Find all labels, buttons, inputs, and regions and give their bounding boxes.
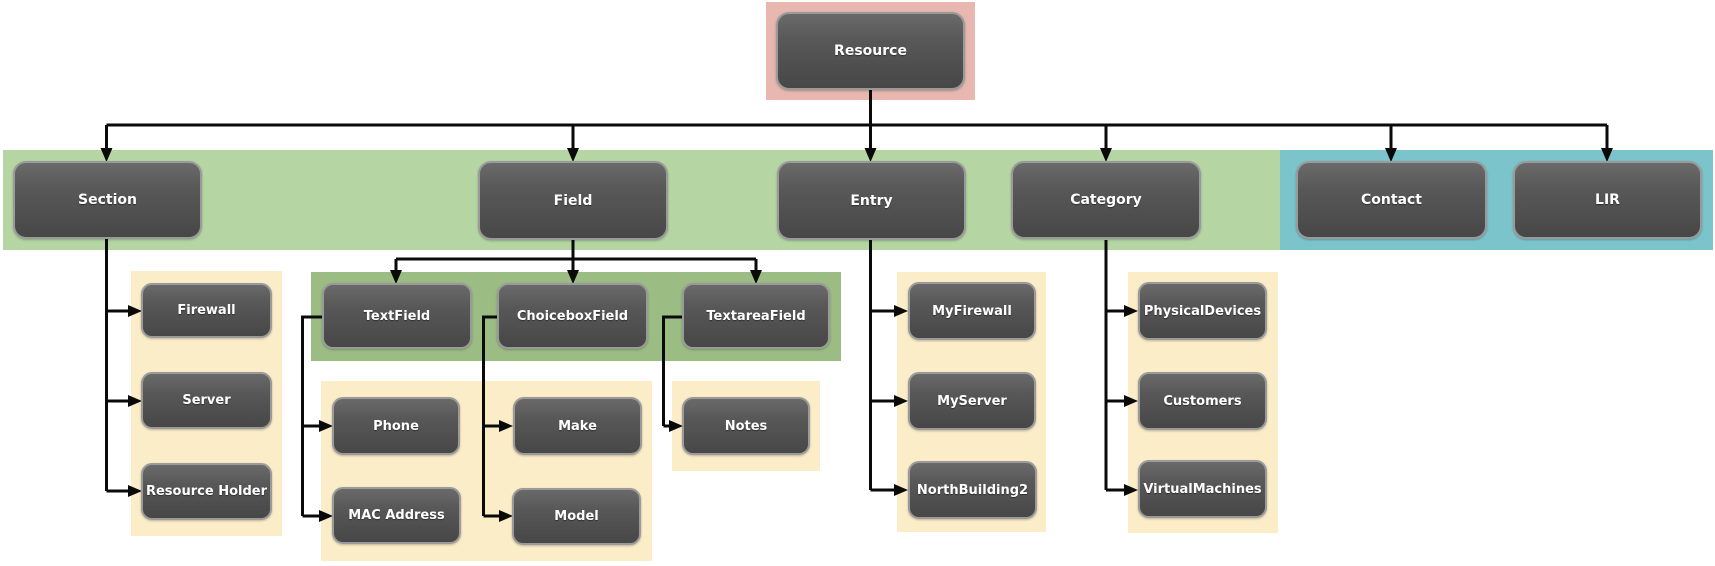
node-firewall: Firewall [141, 283, 272, 338]
node-choiceboxfield: ChoiceboxField [497, 283, 648, 349]
node-mac-address: MAC Address [332, 487, 461, 544]
node-lir: LIR [1513, 161, 1702, 239]
node-myfirewall: MyFirewall [908, 282, 1036, 340]
node-contact: Contact [1296, 161, 1487, 239]
node-customers: Customers [1138, 372, 1267, 430]
node-model: Model [512, 488, 641, 545]
node-textareafield: TextareaField [682, 283, 830, 349]
node-notes: Notes [682, 397, 810, 455]
node-textfield: TextField [322, 283, 472, 349]
node-section: Section [13, 161, 202, 239]
node-myserver: MyServer [908, 372, 1036, 430]
node-phone: Phone [332, 397, 460, 455]
node-category: Category [1011, 161, 1201, 239]
node-entry: Entry [777, 161, 966, 240]
node-make: Make [513, 397, 642, 455]
node-server: Server [141, 372, 272, 429]
node-virtualmachines: VirtualMachines [1138, 460, 1267, 518]
node-field: Field [478, 161, 668, 240]
node-physicaldevices: PhysicalDevices [1138, 282, 1267, 340]
node-northbuilding2: NorthBuilding2 [908, 461, 1037, 519]
node-resource: Resource [776, 12, 965, 90]
node-resource-holder: Resource Holder [141, 463, 272, 520]
